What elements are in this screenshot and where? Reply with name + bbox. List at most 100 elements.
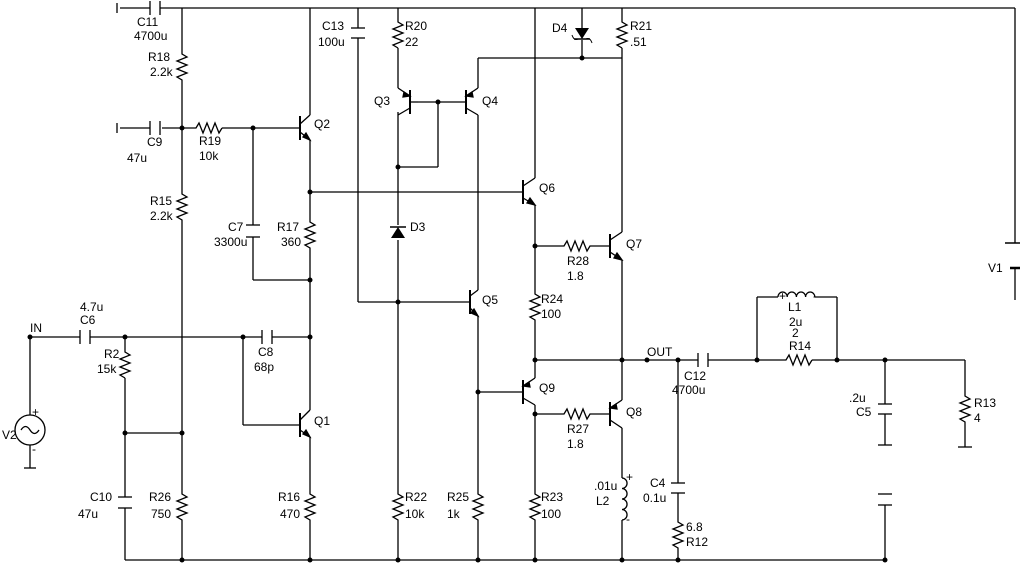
label-r27-ref: R27	[567, 422, 589, 436]
label-r24-ref: R24	[541, 292, 563, 306]
label-r25-ref: R25	[447, 490, 469, 504]
label-r15-value: 2.2k	[150, 209, 174, 223]
v2-symbol	[14, 414, 46, 446]
label-c4-value: 0.1u	[643, 491, 666, 505]
label-r13-value: 4	[974, 411, 981, 425]
label-v2-plus: +	[32, 405, 39, 419]
label-r15-ref: R15	[150, 194, 172, 208]
label-c10-ref: C10	[90, 490, 112, 504]
r22-symbol	[391, 490, 405, 522]
label-c8-ref: C8	[258, 345, 274, 359]
q1-symbol	[299, 409, 312, 439]
c5-symbol	[878, 403, 892, 415]
r17-symbol	[303, 218, 317, 250]
ground-symbols	[24, 444, 972, 506]
label-r16-value: 470	[280, 507, 300, 521]
label-c11-value: 4700u	[134, 29, 167, 43]
label-q4: Q4	[482, 94, 498, 108]
label-l2-minus: -	[626, 512, 630, 526]
label-r18-ref: R18	[148, 50, 170, 64]
label-in: IN	[30, 321, 42, 335]
label-r21-ref: R21	[630, 19, 652, 33]
label-c13-value: 100u	[318, 35, 345, 49]
label-c6-ref: C6	[80, 313, 96, 327]
label-r14-ref: R14	[789, 339, 811, 353]
label-c13-ref: C13	[322, 19, 344, 33]
label-c5-ref: C5	[856, 405, 872, 419]
c13-symbol	[351, 27, 365, 39]
label-d4: D4	[552, 21, 568, 35]
label-c10-value: 47u	[78, 507, 98, 521]
l1-symbol	[777, 291, 816, 298]
transistor-symbols	[299, 87, 624, 439]
c8-symbol	[261, 330, 273, 344]
label-q8: Q8	[626, 405, 642, 419]
label-v2-minus: -	[32, 442, 36, 456]
r18-symbol	[175, 50, 189, 82]
label-r23-ref: R23	[541, 490, 563, 504]
label-r21-value: .51	[630, 35, 647, 49]
r13-symbol	[958, 392, 972, 424]
label-r19-value: 10k	[199, 149, 219, 163]
label-d3: D3	[410, 220, 426, 234]
q4-symbol	[464, 87, 479, 116]
label-c9-value: 47u	[127, 151, 147, 165]
q6-symbol	[522, 177, 537, 207]
c7-symbol	[246, 224, 260, 238]
wires	[29, 7, 1016, 561]
r25-symbol	[471, 490, 485, 522]
c9-symbol	[149, 121, 161, 135]
label-q7: Q7	[626, 237, 642, 251]
label-r28-value: 1.8	[567, 269, 584, 283]
label-q1: Q1	[314, 414, 330, 428]
label-v2: V2	[2, 428, 17, 442]
r26-symbol	[175, 490, 189, 522]
label-c9-ref: C9	[147, 135, 163, 149]
label-r13-ref: R13	[974, 396, 996, 410]
v1-symbol	[1005, 242, 1020, 270]
r12-symbol	[671, 518, 685, 550]
label-c11-ref: C11	[137, 15, 158, 29]
label-r17-ref: R17	[277, 220, 299, 234]
label-q2: Q2	[314, 117, 330, 131]
label-r22-ref: R22	[405, 490, 427, 504]
c10-symbol	[118, 496, 132, 509]
diode-symbols	[390, 28, 593, 238]
junction-dots	[27, 55, 888, 563]
source-symbols	[14, 3, 1020, 506]
label-r26-ref: R26	[149, 490, 171, 504]
label-l2-plus: +	[626, 470, 633, 484]
d3-symbol	[390, 226, 406, 238]
q9-symbol	[521, 377, 536, 406]
d4-symbol	[571, 28, 593, 44]
label-l1-minus: -	[813, 289, 817, 303]
r21-symbol	[615, 18, 629, 49]
r23-symbol	[528, 490, 542, 522]
label-r24-value: 100	[541, 307, 561, 321]
label-r16-ref: R16	[278, 490, 300, 504]
l2-symbol	[621, 477, 628, 521]
c4-symbol	[671, 482, 685, 494]
label-c6-value: 4.7u	[80, 300, 103, 314]
r16-symbol	[303, 490, 317, 522]
r20-symbol	[391, 18, 405, 49]
label-q6: Q6	[539, 181, 555, 195]
label-c12-ref: C12	[684, 369, 706, 383]
r28-symbol	[560, 239, 592, 253]
r14-symbol	[782, 353, 813, 367]
label-r19-ref: R19	[199, 134, 221, 148]
label-r28-ref: R28	[567, 254, 589, 268]
label-l1-value: 2u	[789, 315, 802, 329]
c12-symbol	[697, 353, 709, 367]
label-r17-value: 360	[281, 235, 301, 249]
label-q5: Q5	[482, 293, 498, 307]
label-r2-value: 15k	[97, 362, 117, 376]
q5-symbol	[469, 289, 480, 318]
label-q3: Q3	[374, 94, 390, 108]
r19-symbol	[192, 121, 223, 135]
label-c8-value: 68p	[254, 360, 274, 374]
resistor-symbols	[118, 18, 972, 550]
label-r25-value: 1k	[447, 507, 461, 521]
label-r22-value: 10k	[405, 507, 425, 521]
